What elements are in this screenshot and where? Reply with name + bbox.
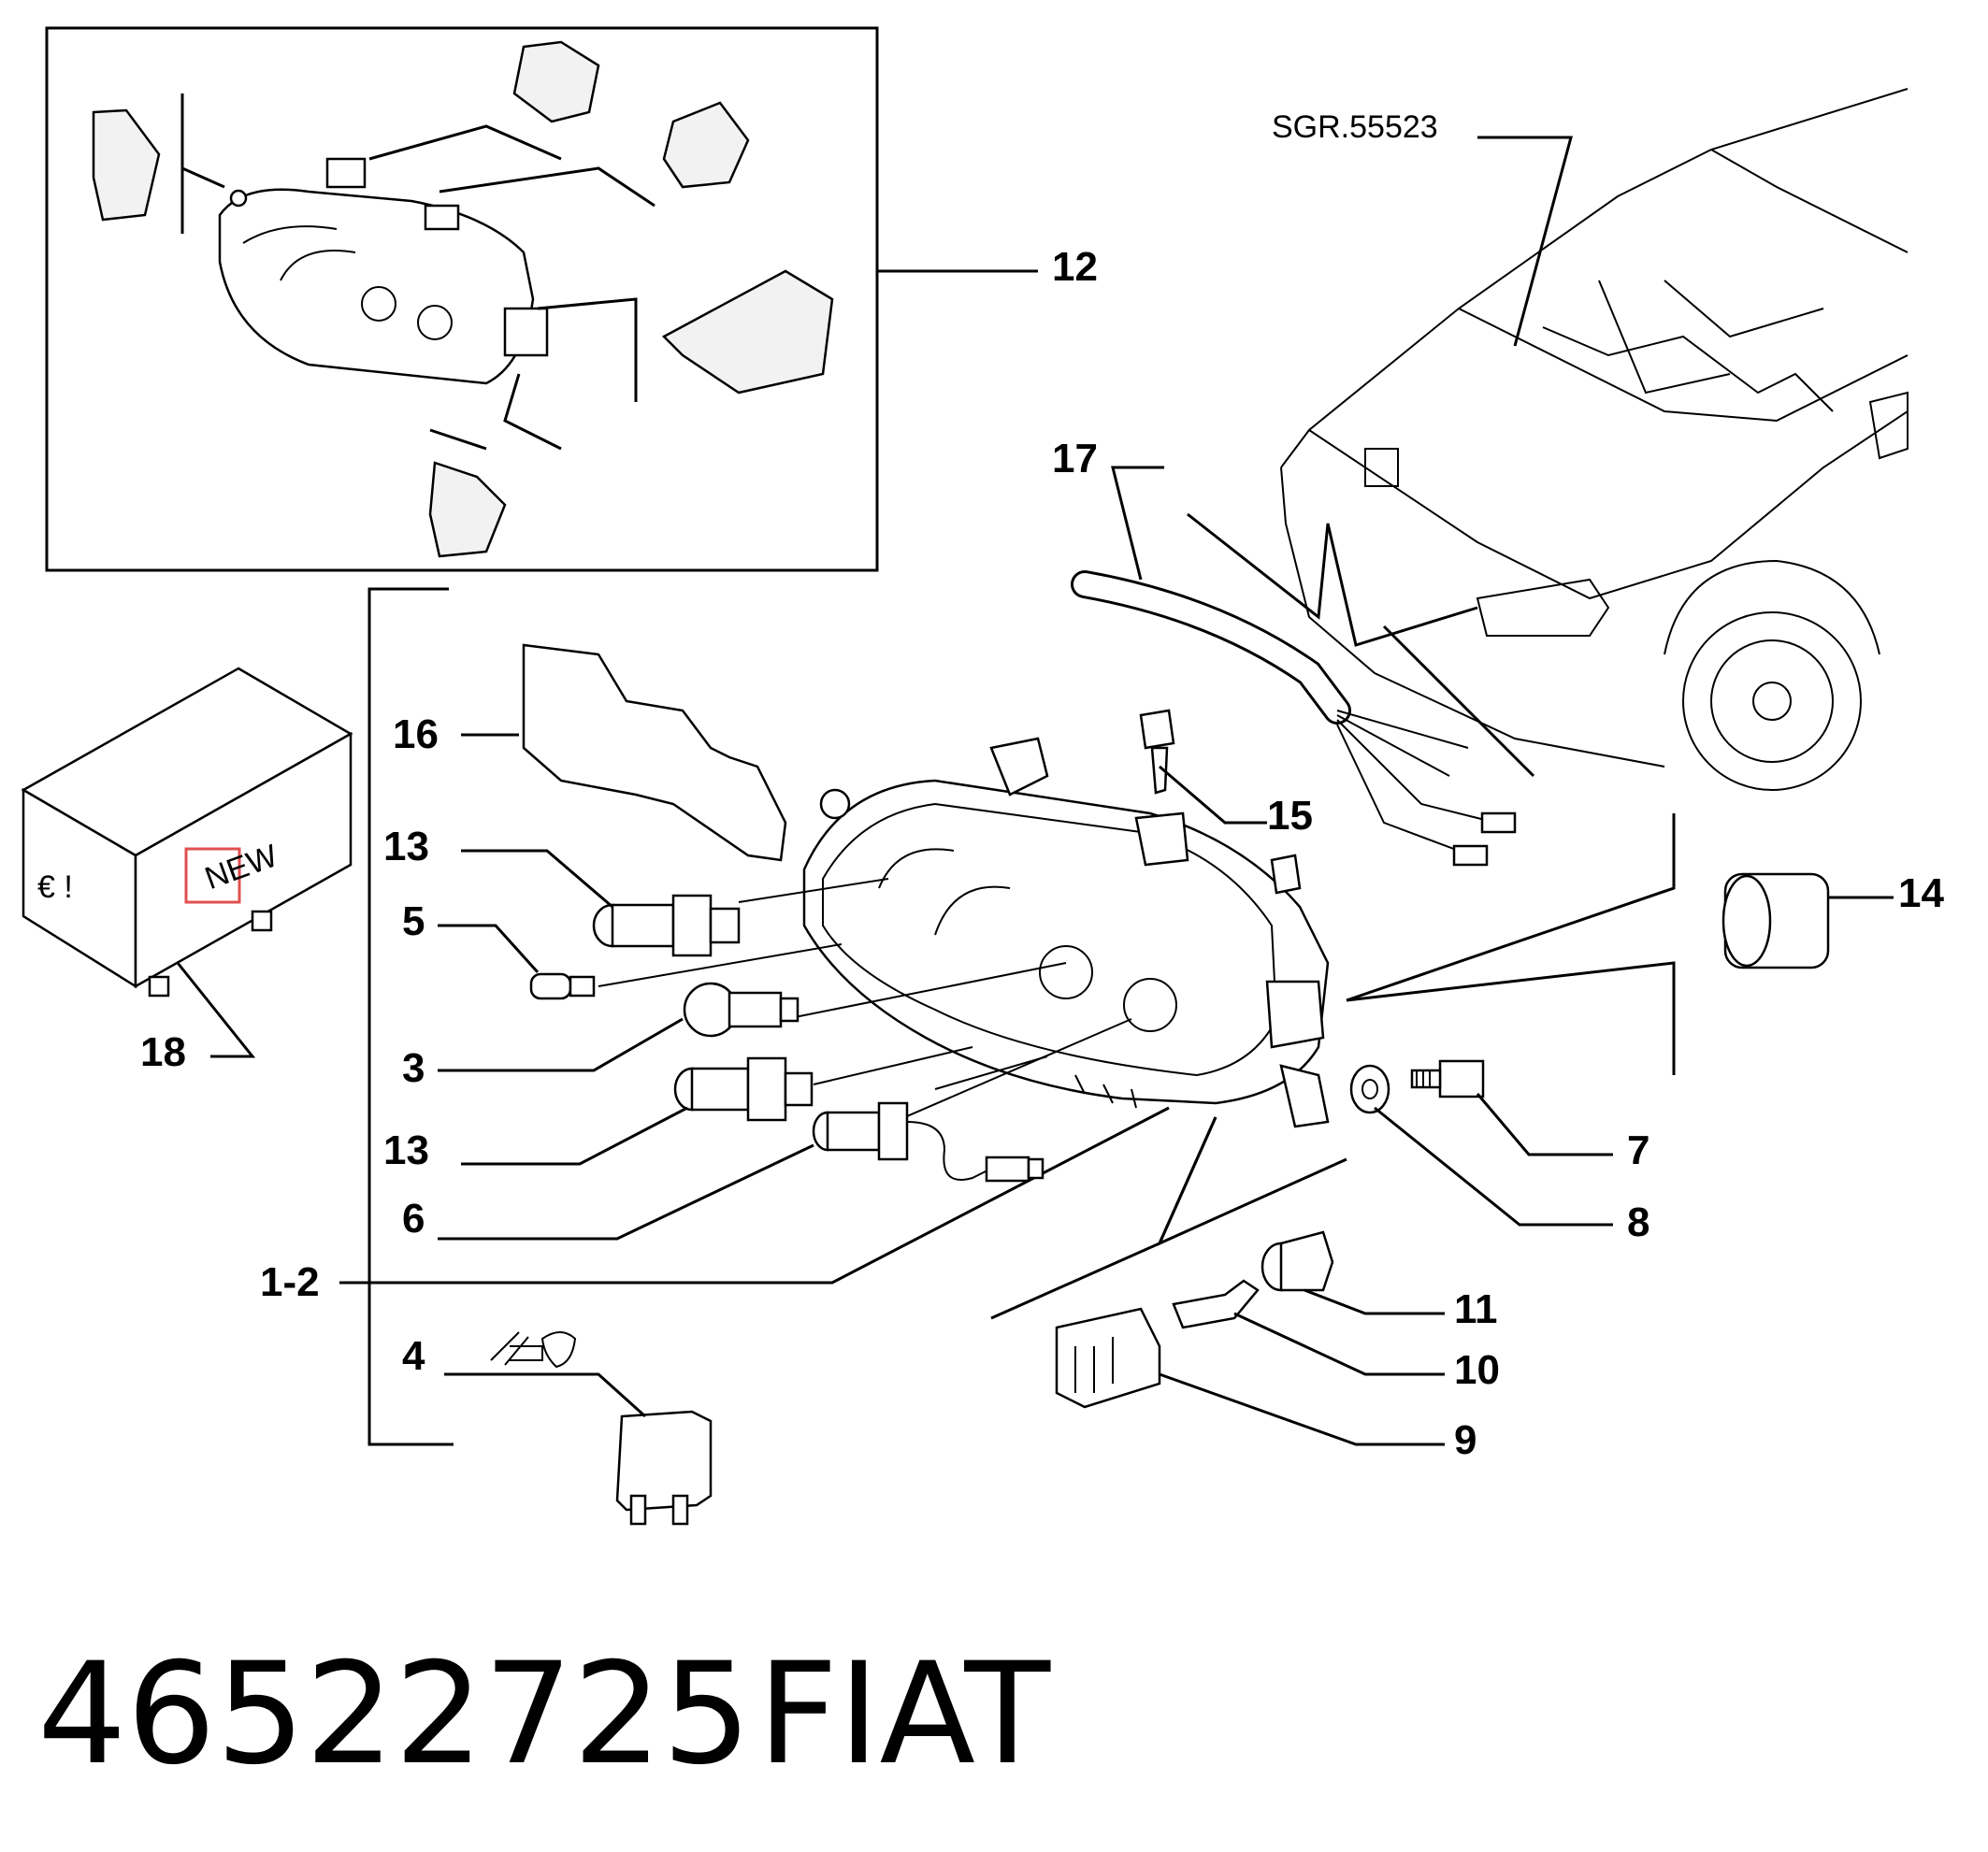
inset-shield: [661, 269, 834, 395]
inset-bracket-top: [512, 40, 600, 123]
part-4-relay: [490, 1331, 713, 1526]
new-sticker-highlight: [184, 847, 241, 904]
part-9-connector: [1055, 1307, 1161, 1409]
reference-label: SGR.55523: [1272, 109, 1438, 145]
part-14-bushing: [1721, 872, 1830, 969]
callout-17: 17: [1052, 436, 1098, 481]
callout-15: 15: [1267, 793, 1313, 839]
callout-10: 10: [1454, 1347, 1500, 1393]
callout-9: 9: [1454, 1417, 1477, 1463]
part-7-bolt: [1410, 1059, 1485, 1098]
part-number: 46522725: [37, 1633, 751, 1796]
callout-6: 6: [402, 1196, 425, 1242]
part-8-washer: [1349, 1064, 1390, 1114]
box-marks: € !: [37, 869, 73, 905]
part-6-bulb-wire: [812, 1101, 1044, 1183]
part-5-small-bulb: [529, 972, 596, 1000]
inset-clip: [428, 461, 507, 558]
callout-11: 11: [1454, 1286, 1498, 1332]
callout-16: 16: [393, 711, 439, 757]
callout-1-2: 1-2: [260, 1259, 320, 1305]
part-3-bulb: [683, 982, 800, 1038]
vehicle-outline: [1187, 88, 1909, 791]
callout-3: 3: [402, 1045, 425, 1091]
part-13-bulb-bottom: [673, 1056, 814, 1122]
callout-7: 7: [1627, 1127, 1649, 1173]
callout-13a: 13: [383, 824, 429, 869]
part-15-screw: [1139, 709, 1175, 795]
callout-4: 4: [402, 1333, 425, 1379]
callout-12: 12: [1052, 244, 1098, 290]
callout-14: 14: [1898, 870, 1944, 916]
inset-frame: [45, 26, 879, 572]
vehicle-wheel: [1682, 611, 1862, 791]
part-10-terminal: [1172, 1279, 1260, 1329]
inset-assembly-12: 12: [45, 26, 1098, 572]
part-1-2-headlamp: [802, 737, 1330, 1128]
callout-18: 18: [140, 1029, 186, 1075]
callout-13b: 13: [383, 1127, 429, 1173]
part-13-bulb-top: [592, 894, 741, 957]
callout-8: 8: [1627, 1199, 1649, 1245]
vehicle-headlamp: [1476, 578, 1610, 637]
inset-bracket-right: [662, 101, 750, 189]
callout-5: 5: [402, 898, 425, 944]
part-18-box: NEW € !: [21, 667, 353, 998]
inset-bracket-left: [92, 108, 161, 222]
part-11-grommet: [1261, 1230, 1334, 1292]
brand-name: FIAT: [757, 1633, 1051, 1796]
part-16-cover: [522, 643, 787, 862]
part-17-harness: [1071, 570, 1517, 867]
group-bracket: [367, 587, 454, 1446]
